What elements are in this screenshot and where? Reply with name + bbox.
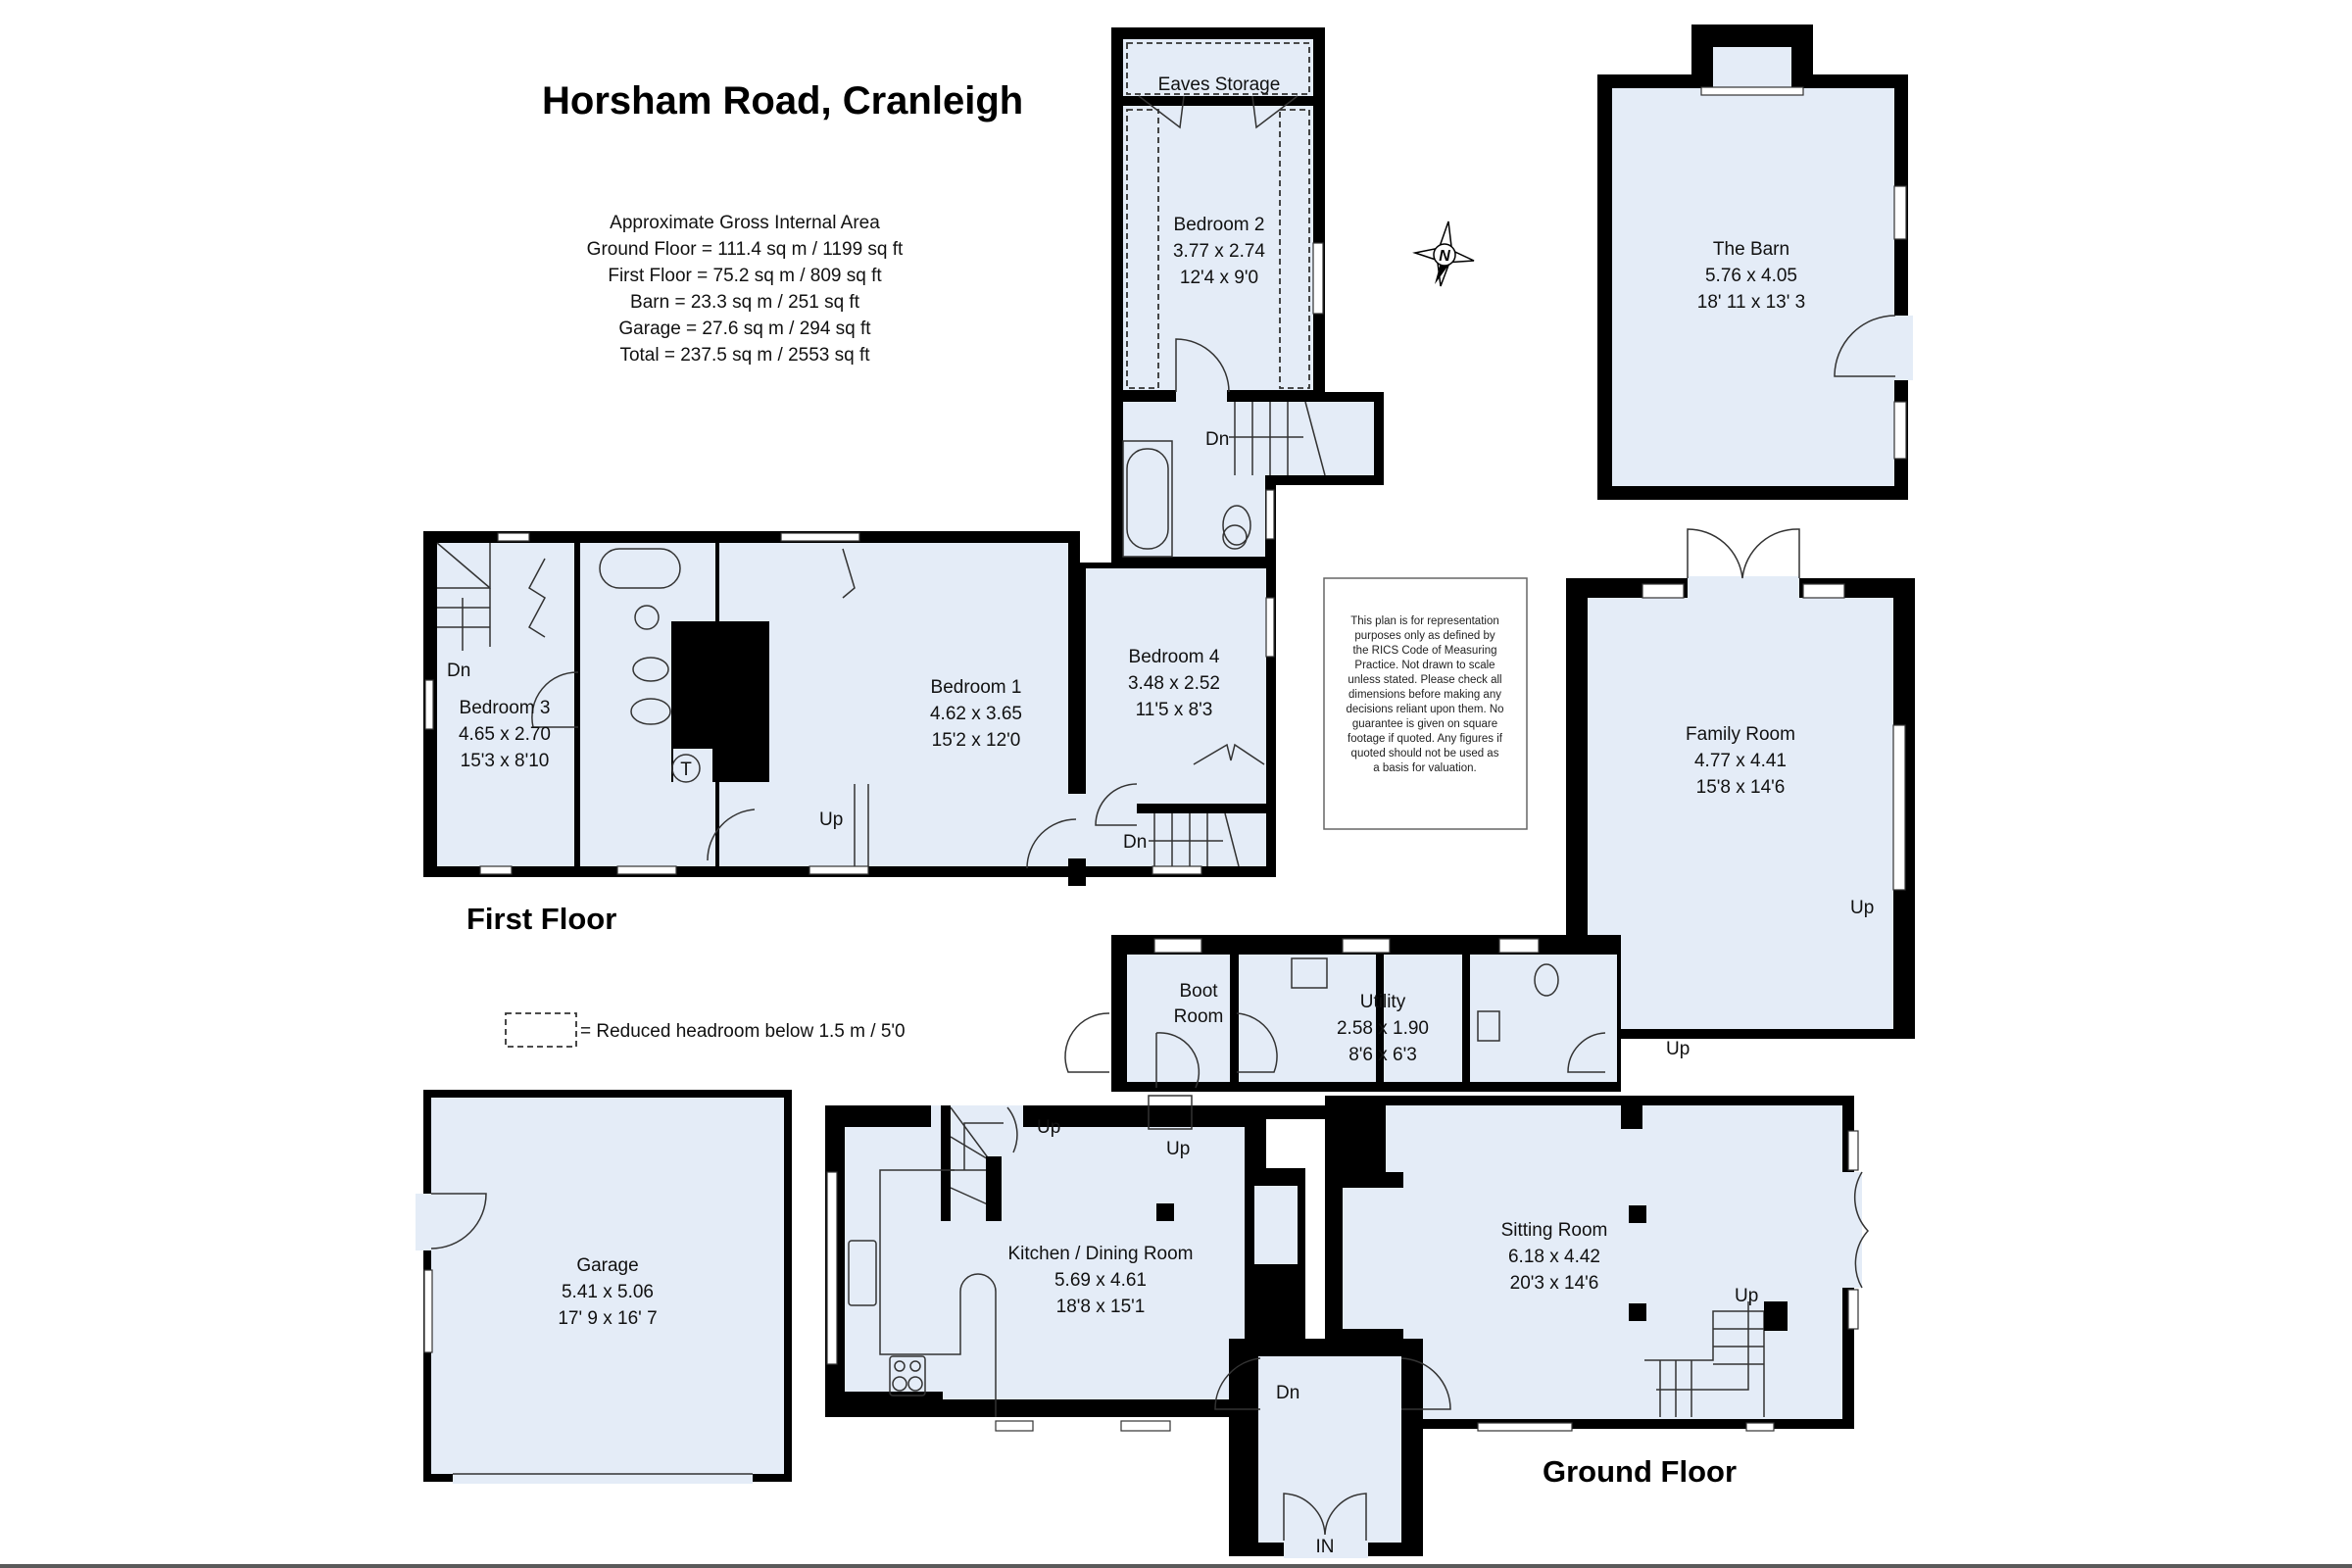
garage-imperial: 17' 9 x 16' 7 [558,1308,657,1329]
legend-text: = Reduced headroom below 1.5 m / 5'0 [580,1021,906,1042]
bedroom2-name: Bedroom 2 [1174,215,1265,235]
bedroom2-metric: 3.77 x 2.74 [1173,241,1265,262]
disclaimer-line: Practice. Not drawn to scale [1354,660,1494,671]
family-room-metric: 4.77 x 4.41 [1694,751,1787,771]
sitting-room [1386,1105,1846,1419]
disclaimer-line: This plan is for representation [1350,615,1499,627]
kitchen-name: Kitchen / Dining Room [1007,1244,1193,1264]
sitting-room-imperial: 20'3 x 14'6 [1510,1273,1599,1294]
boot-room-name-2: Room [1174,1006,1224,1027]
stair-label-up-sitting: Up [1735,1286,1758,1306]
sitting-room-metric: 6.18 x 4.42 [1508,1247,1600,1267]
disclaimer-line: guarantee is given on square [1352,718,1497,730]
stair-label-up-wc: Up [1666,1039,1690,1059]
garage-metric: 5.41 x 5.06 [562,1282,654,1302]
stair-label-up-kitchen: Up [1037,1117,1060,1138]
ground-wc [1470,955,1617,1082]
bedroom3-name: Bedroom 3 [460,698,551,718]
bedroom1-imperial: 15'2 x 12'0 [932,730,1021,751]
barn-name: The Barn [1713,239,1789,260]
stair-label-dn-bed4: Dn [1123,832,1147,853]
barn-room [1612,88,1894,486]
stair-label-dn-hall: Dn [1276,1383,1299,1403]
compass-icon: N [1412,220,1475,287]
headroom-legend: = Reduced headroom below 1.5 m / 5'0 [505,1012,906,1048]
disclaimer-line: quoted should not be used as [1351,748,1499,760]
bedroom3-room [437,543,574,866]
disclaimer-line: decisions reliant upon them. No [1346,704,1503,715]
garage: Garage 5.41 x 5.06 17' 9 x 16' 7 [416,1090,792,1484]
garage-room [431,1098,784,1474]
eaves-storage-label: Eaves Storage [1158,74,1281,95]
compass-north-letter: N [1439,248,1450,265]
barn: The Barn 5.76 x 4.05 18' 11 x 13' 3 [1597,24,1913,500]
bedroom4-metric: 3.48 x 2.52 [1128,673,1220,694]
kitchen-metric: 5.69 x 4.61 [1054,1270,1147,1291]
stair-label-up-bed1: Up [819,809,843,830]
area-barn: Barn = 23.3 sq m / 251 sq ft [630,292,860,313]
area-total: Total = 237.5 sq m / 2553 sq ft [619,345,870,366]
first-floor-main: T Dn Bedroom 3 4.65 x 2.70 15'3 x 8'10 B… [423,531,1276,886]
bedroom4-name: Bedroom 4 [1129,647,1220,667]
bottom-border [0,1564,2352,1568]
boot-room [1127,955,1230,1082]
barn-metric: 5.76 x 4.05 [1705,266,1797,286]
disclaimer-line: purposes only as defined by [1354,630,1494,642]
garage-name: Garage [576,1255,638,1276]
bedroom3-imperial: 15'3 x 8'10 [461,751,550,771]
boot-room-name-1: Boot [1179,981,1218,1002]
area-first-floor: First Floor = 75.2 sq m / 809 sq ft [608,266,882,286]
stair-label-dn-bed3: Dn [447,661,470,681]
bedroom3-metric: 4.65 x 2.70 [459,724,551,745]
stair-label-dn: Dn [1205,429,1229,450]
area-garage: Garage = 27.6 sq m / 294 sq ft [618,318,871,339]
area-ground-floor: Ground Floor = 111.4 sq m / 1199 sq ft [587,239,904,260]
kitchen-imperial: 18'8 x 15'1 [1056,1297,1146,1317]
eaves-storage-room [1123,39,1313,96]
area-summary: Approximate Gross Internal Area Ground F… [587,213,904,366]
bedroom1-metric: 4.62 x 3.65 [930,704,1022,724]
disclaimer-line: dimensions before making any [1348,689,1501,701]
disclaimer-box: This plan is for representation purposes… [1323,577,1528,830]
ground-floor: B [825,528,1915,1558]
family-room-name: Family Room [1686,724,1795,745]
bedroom1-name: Bedroom 1 [931,677,1022,698]
bedroom4-room [1086,568,1266,764]
bedroom2-imperial: 12'4 x 9'0 [1180,268,1258,288]
first-floor-label: First Floor [466,902,616,936]
disclaimer-line: a basis for valuation. [1373,762,1476,774]
disclaimer-line: the RICS Code of Measuring [1352,645,1496,657]
utility-room [1239,955,1376,1082]
bedroom1-room [719,543,1068,866]
tank-label: T [680,760,692,780]
plan-title: Horsham Road, Cranleigh [542,79,1023,122]
stair-label-up-boot: Up [1166,1139,1190,1159]
disclaimer-line: unless stated. Please check all [1348,674,1501,686]
sitting-room-name: Sitting Room [1501,1220,1608,1241]
bedroom2-room [1123,106,1313,390]
utility-name: Utility [1360,992,1406,1012]
barn-imperial: 18' 11 x 13' 3 [1697,292,1805,313]
entrance-label: IN [1316,1537,1335,1557]
ground-floor-label: Ground Floor [1543,1454,1737,1489]
entrance-hall [1258,1356,1401,1543]
bedroom4-imperial: 11'5 x 8'3 [1136,700,1213,720]
disclaimer-line: footage if quoted. Any figures if [1348,733,1503,745]
family-room [1588,598,1893,1029]
utility-imperial: 8'6 x 6'3 [1348,1045,1417,1065]
utility-metric: 2.58 x 1.90 [1337,1018,1429,1039]
bedroom2-wing: Eaves Storage Bedroom 2 3.77 x 2.74 12'4… [1111,27,1384,568]
family-room-imperial: 15'8 x 14'6 [1696,777,1786,798]
stair-label-up-family: Up [1850,898,1874,918]
area-heading: Approximate Gross Internal Area [610,213,880,233]
